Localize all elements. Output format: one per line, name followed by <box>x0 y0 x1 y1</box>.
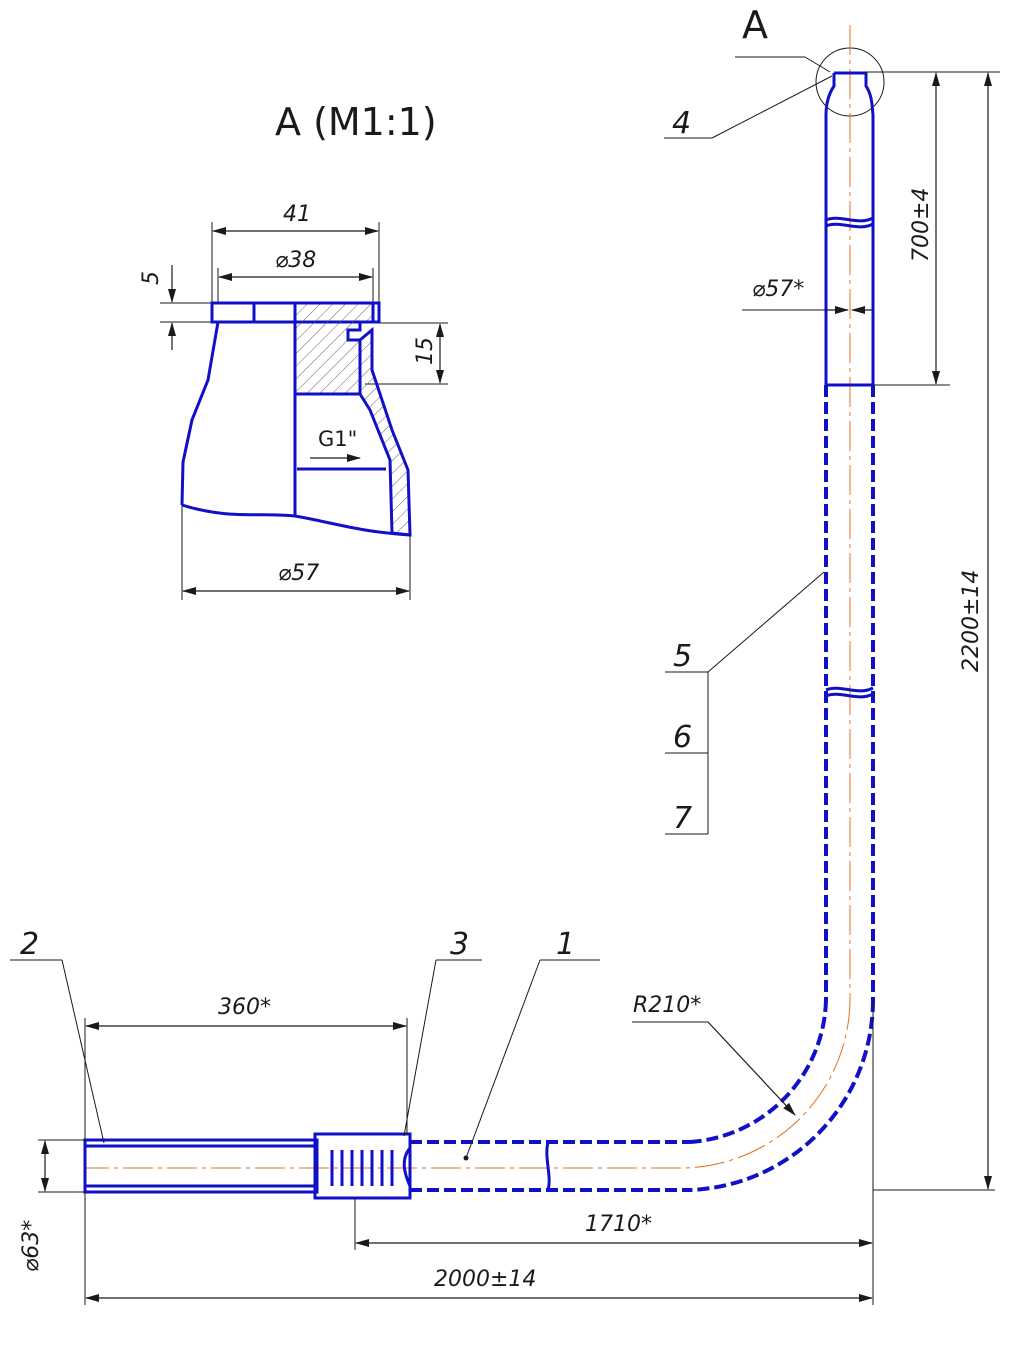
break-mark-upper2 <box>825 222 874 229</box>
dim-5-label: 5 <box>139 271 164 285</box>
break-mark-lower2 <box>825 692 874 699</box>
callout-leader-2 <box>61 959 105 1144</box>
callout-label-6: 6 <box>673 720 692 755</box>
dim-360-label: 360* <box>218 995 271 1020</box>
pipe-centerline-horizontal <box>85 999 851 1169</box>
main-pipe: А <box>19 3 1000 1305</box>
callout-dot-1 <box>463 1155 469 1161</box>
dim-15-label: 15 <box>413 337 438 365</box>
radius-leader <box>707 1021 796 1116</box>
thread-fins <box>330 1150 394 1186</box>
dim-38-label: ⌀38 <box>275 248 316 273</box>
callout-label-7: 7 <box>673 801 692 836</box>
coupling-part-3 <box>313 1132 412 1200</box>
callout-leader-3 <box>403 959 437 1137</box>
section-hatch <box>293 301 375 396</box>
callout-leader-4 <box>711 75 833 139</box>
wall-hatch <box>358 326 412 537</box>
callout-label-2: 2 <box>20 927 39 962</box>
bend-outer <box>689 999 875 1192</box>
break-mark-lower <box>825 686 874 693</box>
dim-1710-label: 1710* <box>585 1212 652 1237</box>
pipe-top-left <box>824 73 836 385</box>
body-outline-left <box>180 321 220 506</box>
detail-title: А (М1:1) <box>275 100 437 144</box>
dim-2000-label: 2000±14 <box>434 1267 536 1292</box>
callout-leader-5 <box>707 571 825 673</box>
dim-700-label: 700±4 <box>909 188 934 262</box>
weld-joint <box>545 1141 551 1191</box>
callout-label-5: 5 <box>673 639 692 674</box>
dim-63-label: ⌀63* <box>19 1220 44 1272</box>
callout-label-4: 4 <box>672 106 691 141</box>
bend-inner <box>689 999 828 1144</box>
callout-leader-1 <box>465 959 541 1159</box>
view-marker-label: А <box>742 3 768 47</box>
sleeve-part-2 <box>83 1138 319 1194</box>
dim-41-label: 41 <box>283 202 311 227</box>
radius-label: R210* <box>633 993 701 1018</box>
detail-view-a: А (М1:1) 41 ⌀38 5 15 G1" <box>139 100 448 600</box>
callout-label-3: 3 <box>450 927 469 962</box>
thread-label: G1" <box>318 427 357 451</box>
pipe-top-right <box>834 71 875 385</box>
callouts: 1 2 3 4 5 6 7 <box>10 75 833 1161</box>
view-marker-leader <box>804 56 831 73</box>
callout-label-1: 1 <box>556 927 575 962</box>
dim-57-main-label: ⌀57* <box>752 277 804 302</box>
dim-2200-label: 2200±14 <box>959 570 984 672</box>
break-mark-upper <box>825 216 874 223</box>
dim-57-detail-label: ⌀57 <box>278 561 319 586</box>
